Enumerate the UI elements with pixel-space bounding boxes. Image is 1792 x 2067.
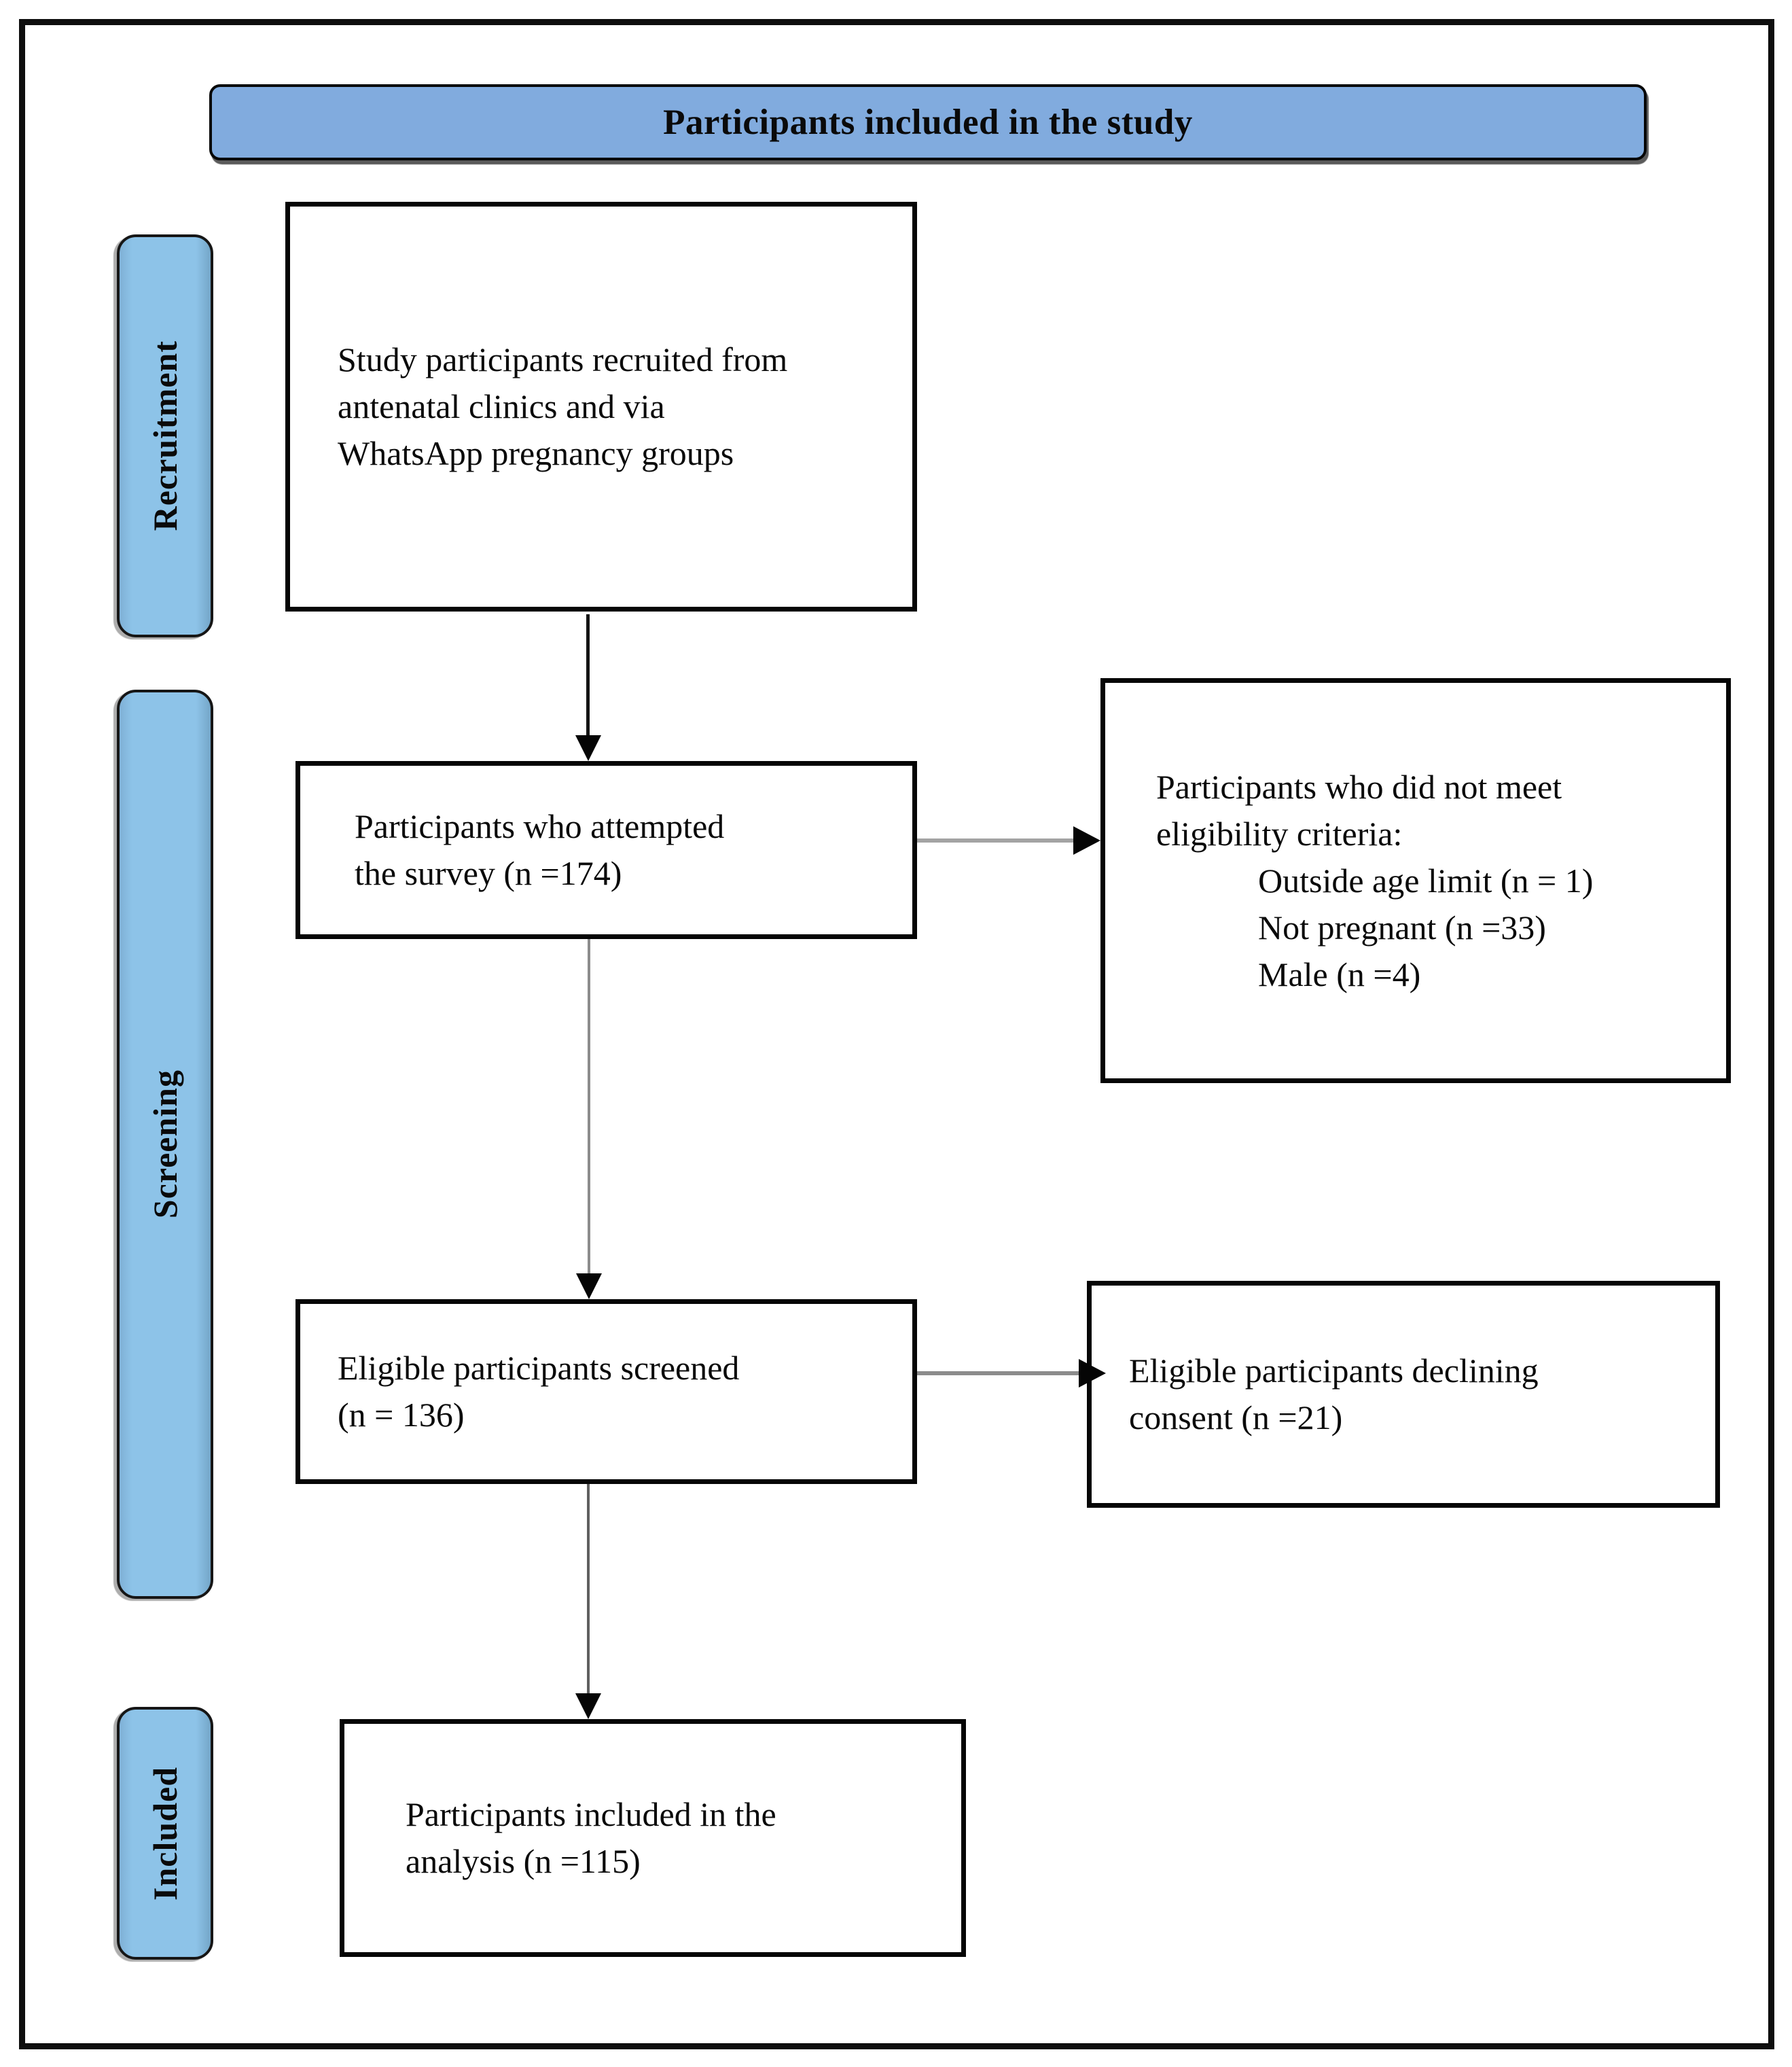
criteria-item-male: Male (n =4) [1258,955,1421,993]
box-recruited: Study participants recruited from antena… [285,202,917,612]
box-included-analysis-text: Participants included in the analysis (n… [406,1795,776,1880]
criteria-item-age: Outside age limit (n = 1) [1258,861,1594,900]
box-attempted-survey: Participants who attempted the survey (n… [295,761,917,939]
box-recruited-text: Study participants recruited from antena… [338,340,788,472]
stage-label-recruitment: Recruitment [117,234,213,637]
stage-label-screening: Screening [117,690,213,1599]
stage-label-included-text: Included [146,1766,184,1901]
box-declined-consent-text: Eligible participants declining consent … [1129,1352,1539,1436]
stage-label-recruitment-text: Recruitment [146,340,184,531]
criteria-item-not-pregnant: Not pregnant (n =33) [1258,908,1546,947]
diagram-title: Participants included in the study [663,103,1193,142]
arrow-right-icon [1079,1359,1106,1388]
box-attempted-survey-text: Participants who attempted the survey (n… [355,807,725,892]
stage-label-screening-text: Screening [146,1070,184,1219]
box-included-analysis: Participants included in the analysis (n… [340,1719,966,1957]
not-eligible-items: Outside age limit (n = 1) Not pregnant (… [1156,858,1706,998]
box-eligible-screened: Eligible participants screened (n = 136) [295,1299,917,1484]
arrow-line [917,1371,1081,1375]
arrow-down-icon [575,1693,601,1719]
arrow-right-icon [1073,826,1100,855]
arrow-line [588,939,590,1276]
arrow-down-icon [575,735,601,761]
box-declined-consent: Eligible participants declining consent … [1087,1281,1720,1508]
box-not-eligible: Participants who did not meet eligibilit… [1100,678,1731,1083]
arrow-line [917,838,1075,843]
arrow-down-icon [576,1273,602,1299]
diagram-title-bar: Participants included in the study [209,84,1647,160]
arrow-line [587,1484,590,1696]
box-not-eligible-heading: Participants who did not meet eligibilit… [1156,767,1562,853]
stage-label-included: Included [117,1707,213,1960]
arrow-line [586,614,590,737]
box-eligible-screened-text: Eligible participants screened (n = 136) [338,1349,740,1434]
